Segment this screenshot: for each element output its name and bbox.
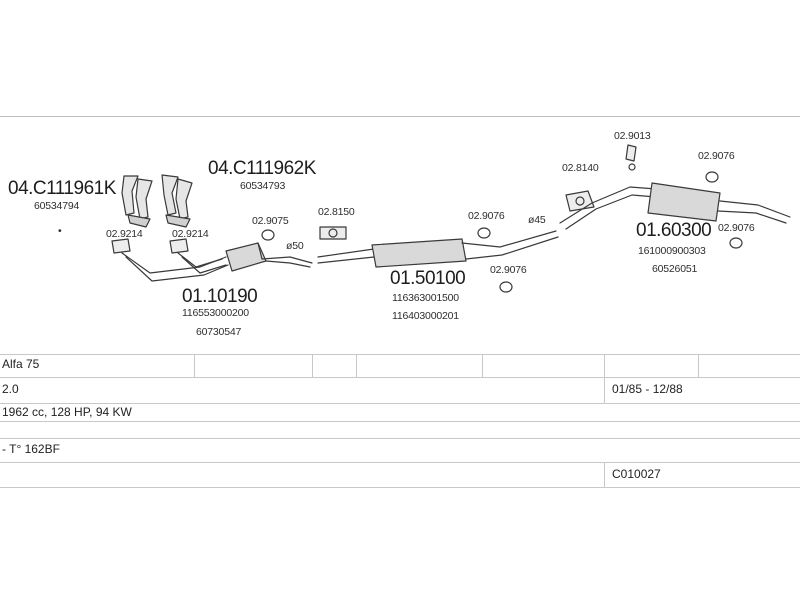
exhaust-system-diagram (111, 144, 791, 293)
mount-b-label: 02.9013 (614, 130, 651, 142)
col-divider (194, 355, 195, 377)
col-divider (698, 355, 699, 377)
front-pipe-code: 01.10190 (182, 286, 258, 307)
hanger-c-label: 02.9076 (698, 150, 735, 162)
rear-silencer-part[interactable] (559, 182, 791, 230)
front-pipe-ref2: 60730547 (196, 326, 242, 338)
gasket-right-label: 02.9214 (172, 228, 209, 240)
diam-45-label: ø45 (528, 214, 546, 226)
specs-cell: 1962 cc, 128 HP, 94 KW (2, 405, 132, 419)
rear-silencer-ref1: 161000900303 (638, 245, 706, 257)
manifold-left-code: 04.C111961K (8, 178, 116, 199)
middle-silencer-ref2: 116403000201 (392, 310, 459, 322)
col-divider (482, 355, 483, 377)
middle-silencer-part[interactable] (317, 230, 559, 268)
col-divider (604, 378, 605, 403)
hanger-d-part[interactable] (729, 237, 743, 249)
table-row-type: - T° 162BF (0, 439, 800, 463)
hanger-a-part[interactable] (477, 227, 491, 239)
clamp-b-label: 02.8150 (318, 206, 355, 218)
col-divider (312, 355, 313, 377)
engine-cell: 2.0 (2, 382, 19, 396)
manifold-right-code: 04.C111962K (208, 158, 316, 179)
table-row-code: C010027 (0, 463, 800, 488)
manifold-right-part[interactable] (161, 174, 193, 228)
gasket-left-part[interactable] (111, 238, 131, 254)
clamp-a-part[interactable] (261, 229, 275, 241)
diagram-top-border (0, 116, 800, 117)
manifold-left-ref: 60534794 (34, 200, 80, 212)
note-mark: • (58, 225, 62, 237)
clamp-b-part[interactable] (319, 226, 347, 240)
table-spacer-row (0, 336, 800, 355)
catalog-code-cell: C010027 (612, 467, 661, 481)
years-cell: 01/85 - 12/88 (612, 382, 683, 396)
mount-a-label: 02.8140 (562, 162, 599, 174)
mount-a-part[interactable] (565, 190, 595, 212)
col-divider (356, 355, 357, 377)
front-pipe-part[interactable] (121, 242, 313, 282)
middle-silencer-code: 01.50100 (390, 268, 466, 289)
gasket-right-part[interactable] (169, 238, 189, 254)
hanger-d-label: 02.9076 (718, 222, 755, 234)
col-divider (604, 463, 605, 487)
middle-silencer-ref1: 116363001500 (392, 292, 459, 304)
rear-silencer-code: 01.60300 (636, 220, 712, 241)
clamp-a-label: 02.9075 (252, 215, 289, 227)
table-spacer-row (0, 422, 800, 439)
table-row-specs: 1962 cc, 128 HP, 94 KW (0, 404, 800, 422)
rear-silencer-ref2: 60526051 (652, 263, 698, 275)
table-row-engine: 2.0 01/85 - 12/88 (0, 378, 800, 404)
type-cell: - T° 162BF (2, 442, 60, 456)
model-cell: Alfa 75 (2, 357, 40, 371)
diam-50-label: ø50 (286, 240, 304, 252)
manifold-left-part[interactable] (121, 175, 153, 228)
manifold-right-ref: 60534793 (240, 180, 286, 192)
front-pipe-ref1: 116553000200 (182, 307, 249, 319)
hanger-a-label: 02.9076 (468, 210, 505, 222)
mount-b-part[interactable] (625, 144, 637, 171)
gasket-left-label: 02.9214 (106, 228, 143, 240)
hanger-b-label: 02.9076 (490, 264, 527, 276)
hanger-c-part[interactable] (705, 171, 719, 183)
col-divider (604, 355, 605, 377)
table-row-model: Alfa 75 (0, 355, 800, 378)
hanger-b-part[interactable] (499, 281, 513, 293)
